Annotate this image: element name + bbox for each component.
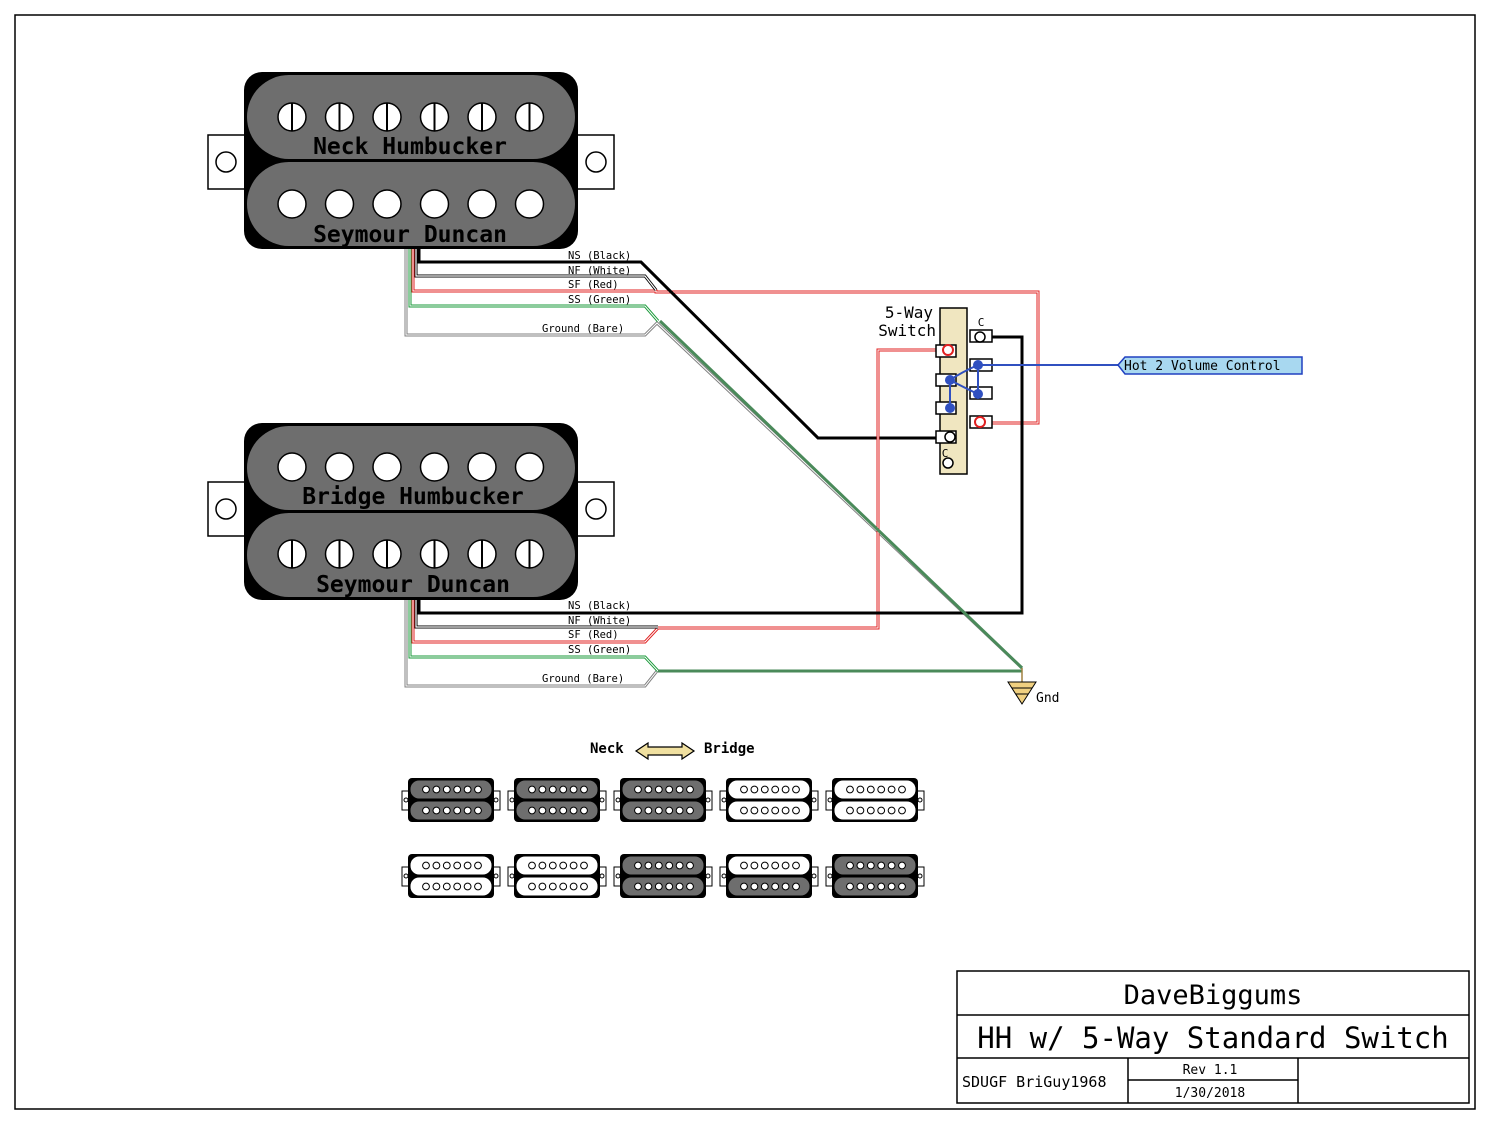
title-author: DaveBiggums bbox=[1124, 980, 1303, 1011]
legend-neck-label: Neck bbox=[590, 741, 624, 757]
neck-mount-left bbox=[207, 134, 249, 190]
pole-slug bbox=[467, 452, 497, 482]
ground-label: Gnd bbox=[1036, 691, 1059, 706]
title-block bbox=[956, 970, 1470, 1104]
five-way-switch bbox=[935, 307, 1118, 475]
neck-wire-ns-label: NS (Black) bbox=[568, 250, 631, 262]
position-mini-humbucker bbox=[719, 778, 819, 822]
hot-output-tag bbox=[1117, 356, 1303, 375]
position-mini-humbucker bbox=[401, 778, 501, 822]
pole-slug bbox=[419, 189, 450, 219]
bridge-pickup-name: Bridge Humbucker bbox=[302, 484, 524, 510]
legend-double-arrow bbox=[634, 741, 696, 761]
switch-title-1: 5-Way bbox=[885, 303, 934, 322]
legend-bridge-label: Bridge bbox=[704, 741, 755, 757]
pole-slug bbox=[372, 189, 402, 219]
neck-wire-ss-label: SS (Green) bbox=[568, 294, 631, 306]
bridge-wire-ns-label: NS (Black) bbox=[568, 600, 631, 612]
neck-wire-sf-label: SF (Red) bbox=[568, 279, 619, 291]
pole-slug bbox=[324, 189, 355, 219]
neck-pole-row bbox=[277, 189, 545, 219]
neck-pickup-brand: Seymour Duncan bbox=[313, 222, 507, 248]
bridge-wire-nf-label: NF (White) bbox=[568, 615, 631, 627]
pole-slug bbox=[372, 452, 402, 482]
switch-common-top: C bbox=[978, 316, 985, 329]
title-credit: SDUGF BriGuy1968 bbox=[962, 1073, 1107, 1091]
position-mini-humbucker bbox=[507, 854, 607, 898]
neck-pickup: Neck Humbucker Seymour Duncan bbox=[207, 72, 615, 249]
neck-wires bbox=[404, 249, 1040, 670]
title-main: HH w/ 5-Way Standard Switch bbox=[977, 1021, 1448, 1055]
bridge-pickup-brand: Seymour Duncan bbox=[316, 572, 510, 598]
pole-slug bbox=[514, 452, 545, 482]
position-mini-humbucker bbox=[825, 778, 925, 822]
switch-title-2: Switch bbox=[878, 321, 936, 340]
position-mini-humbucker bbox=[825, 854, 925, 898]
hot-output-label: Hot 2 Volume Control bbox=[1124, 359, 1281, 374]
bridge-wire-ss-label: SS (Green) bbox=[568, 644, 631, 656]
bridge-wire-ground-label: Ground (Bare) bbox=[542, 673, 624, 685]
pole-slug bbox=[467, 189, 497, 219]
title-date: 1/30/2018 bbox=[1175, 1086, 1245, 1101]
bridge-wire-sf-label: SF (Red) bbox=[568, 629, 619, 641]
title-rev: Rev 1.1 bbox=[1183, 1063, 1238, 1078]
bridge-pickup: Bridge Humbucker Seymour Duncan bbox=[207, 423, 615, 600]
position-grid bbox=[401, 778, 925, 898]
pole-slug bbox=[277, 452, 307, 482]
pole-slug bbox=[514, 189, 545, 219]
bridge-pole-row bbox=[277, 452, 545, 482]
neck-pickup-name: Neck Humbucker bbox=[313, 134, 507, 160]
ground-symbol bbox=[1007, 668, 1037, 705]
neck-wire-ground-label: Ground (Bare) bbox=[542, 323, 624, 335]
position-mini-humbucker bbox=[507, 778, 607, 822]
neck-wire-nf-label: NF (White) bbox=[568, 265, 631, 277]
neck-slug-row bbox=[277, 102, 545, 132]
switch-common-bottom: C bbox=[942, 447, 949, 460]
pole-slug bbox=[419, 452, 450, 482]
bridge-slug-row bbox=[277, 539, 545, 569]
page-border bbox=[14, 14, 1476, 1110]
pole-slug bbox=[277, 189, 307, 219]
pole-slug bbox=[324, 452, 355, 482]
position-mini-humbucker bbox=[401, 854, 501, 898]
position-mini-humbucker bbox=[613, 778, 713, 822]
position-mini-humbucker bbox=[613, 854, 713, 898]
position-mini-humbucker bbox=[719, 854, 819, 898]
